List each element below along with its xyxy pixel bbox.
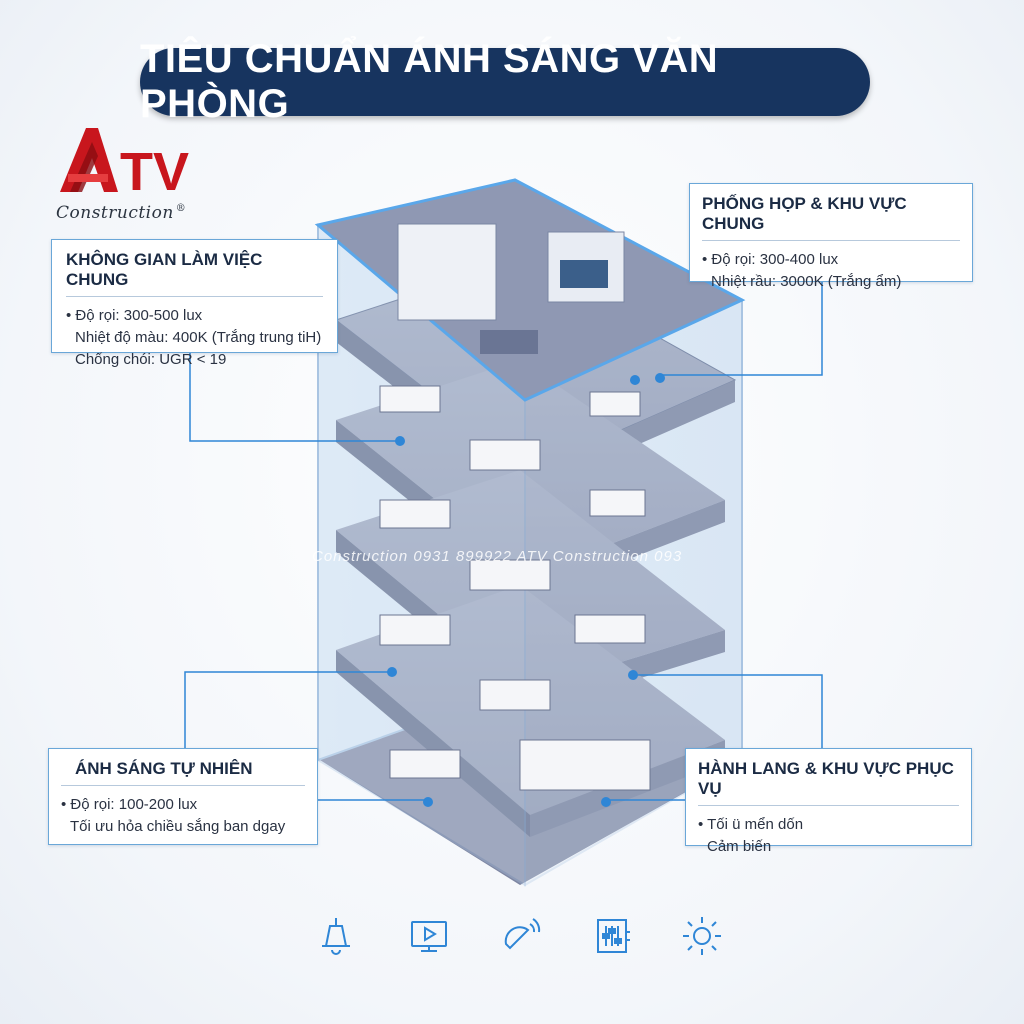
svg-text:TV: TV — [120, 142, 189, 202]
callout-line: • Độ rọi: 300-400 lux — [702, 251, 839, 268]
callout-heading: KHÔNG GIAN LÀM VIỆC CHUNG — [66, 250, 323, 297]
callout-meeting: PHỐNG HỌP & KHU VỰC CHUNG • Độ rọi: 300-… — [689, 183, 973, 290]
callout-natural-light: ÁNH SÁNG TỰ NHIÊN • Độ rọi: 100-200 lux … — [48, 748, 318, 845]
callout-corridor: HÀNH LANG & KHU VỰC PHỤC VỤ • Tối ü mển … — [685, 748, 972, 855]
callout-line: Nhiệt rầu: 3000K (Trắng ẩm) — [711, 273, 902, 290]
callout-line: Chống chói: UGR < 19 — [75, 351, 227, 368]
callout-line: Nhiệt độ màu: 400K (Trắng trung tiH) — [75, 329, 322, 346]
motion-sensor-icon — [504, 918, 541, 950]
atv-logo: TV — [60, 128, 189, 202]
callout-line: • Tối ü mển dốn — [698, 816, 804, 833]
callout-workspace: KHÔNG GIAN LÀM VIỆC CHUNG • Độ rọi: 300-… — [51, 239, 338, 368]
watermark: Construction 0931 899922 ATV Constructio… — [312, 548, 683, 565]
callout-heading: HÀNH LANG & KHU VỰC PHỤC VỤ — [698, 759, 959, 806]
callout-dots — [387, 373, 665, 807]
callout-connectors — [184, 282, 823, 801]
callout-line: Tối ưu hỏa chiều sắng ban dgay — [70, 818, 286, 835]
callout-line: Cảm biến — [707, 838, 772, 855]
sun-icon — [683, 917, 721, 955]
ceiling-lamp-icon — [322, 918, 350, 955]
dimmer-panel-icon — [597, 919, 630, 953]
callout-line: • Độ rọi: 300-500 lux — [66, 307, 203, 324]
callout-line: • Độ rọi: 100-200 lux — [61, 796, 198, 813]
screen-play-icon — [411, 921, 447, 952]
logo-subtitle: Construction® — [56, 203, 187, 223]
callout-heading: PHỐNG HỌP & KHU VỰC CHUNG — [702, 194, 960, 241]
callout-heading: ÁNH SÁNG TỰ NHIÊN — [61, 759, 305, 786]
